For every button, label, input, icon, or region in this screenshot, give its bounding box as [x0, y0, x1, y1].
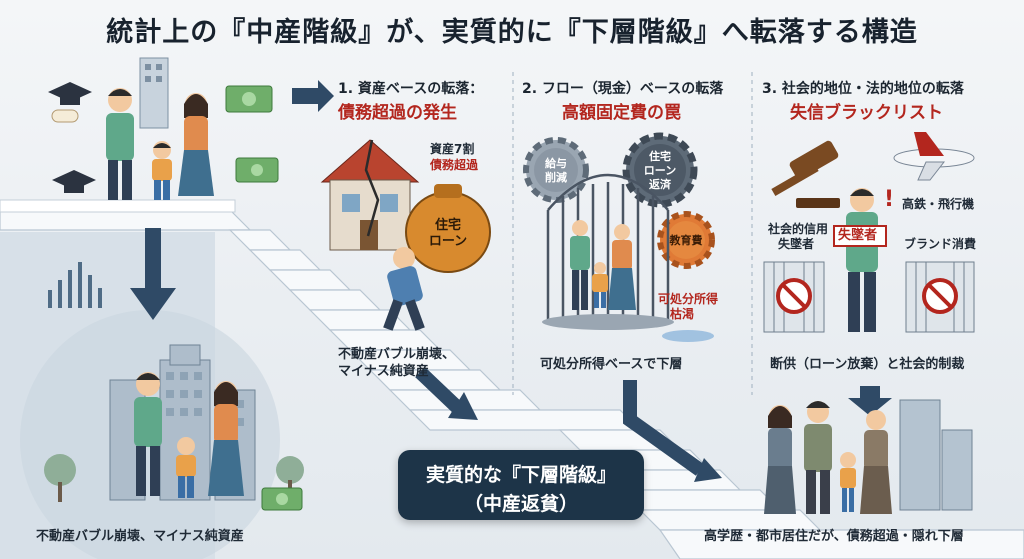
panel1-tag-line2: 債務超過 — [430, 158, 479, 172]
loan-bag-icon — [405, 184, 491, 273]
gear-salary-label-line2: 削減 — [545, 171, 567, 184]
panel2-tag-line2: 枯渇 — [670, 307, 695, 321]
conclusion-line2: （中産返貧） — [463, 493, 578, 515]
blocked-gate-right — [905, 261, 975, 333]
trust-label-line2: 失墜者 — [778, 237, 815, 251]
gear-salary-icon — [523, 137, 589, 203]
blacklist-badge: 失墜者 — [838, 228, 878, 243]
arrow-right-icon — [292, 80, 334, 112]
cash-icon — [225, 85, 303, 511]
graduation-cap-icon — [48, 82, 96, 193]
curve-arrows — [415, 366, 705, 476]
lower-family — [134, 372, 244, 498]
upper-family — [106, 88, 214, 200]
panel1-caption-line1: 不動産バブル崩壊、 — [338, 347, 456, 362]
staircase — [0, 209, 1024, 559]
cracked-house-icon — [320, 139, 420, 251]
upper-platform — [0, 199, 236, 213]
gear-mortgage-label-line1: 住宅 — [649, 150, 671, 163]
gear-mortgage-label-line3: 返済 — [649, 178, 671, 191]
blocked-gate-left — [763, 261, 825, 333]
struggling-man — [383, 247, 425, 331]
panel1-title: 1. 資産ベースの転落： — [338, 81, 484, 97]
bottom-right-caption: 高学歴・都市居住だが、債務超過・隠れ下層 — [704, 529, 964, 544]
gear-education-label: 教育費 — [669, 234, 703, 247]
transport-label: 高鉄・飛行機 — [902, 197, 975, 211]
panel1-subtitle: 債務超過の発生 — [338, 103, 457, 123]
panel3-subtitle: 失信ブラックリスト — [790, 103, 943, 123]
caged-family — [570, 220, 636, 310]
arrow-down-icon — [130, 288, 176, 320]
left-caption: 不動産バブル崩壊、マイナス純資産 — [36, 529, 244, 544]
panel2-subtitle: 高額固定費の罠 — [562, 103, 681, 123]
blacklisted-man — [833, 188, 887, 332]
trust-label-line1: 社会的信用 — [768, 222, 829, 236]
gear-mortgage-label-line2: ローン — [643, 164, 677, 177]
gear-education-icon — [657, 211, 715, 269]
cage-base — [542, 314, 674, 330]
gavel-icon — [771, 140, 840, 208]
panel1-caption-line2: マイナス純資産 — [338, 364, 429, 379]
panel2-tag-line1: 可処分所得 — [658, 292, 719, 306]
airplane-icon — [893, 132, 975, 181]
puddle — [662, 330, 714, 342]
bottom-right-buildings — [899, 399, 973, 511]
alert-icon: ! — [884, 187, 894, 212]
arrow-head-1 — [448, 392, 478, 420]
diploma-icon — [51, 109, 79, 123]
arrow-head-2 — [694, 458, 722, 482]
bottom-right-family — [764, 401, 892, 514]
page-title: 統計上の『中産階級』が、実質的に『下層階級』へ転落する構造 — [106, 17, 918, 48]
panel2-caption: 可処分所得ベースで下層 — [540, 357, 683, 372]
loan-bag-label-line1: 住宅 — [434, 218, 461, 233]
falling-chart-icon — [48, 262, 102, 308]
conclusion-line1: 実質的な『下層階級』 — [425, 464, 616, 486]
brand-label: ブランド消費 — [904, 237, 977, 251]
panel3-title: 3. 社会的地位・法的地位の転落 — [762, 81, 964, 97]
panel2-title: 2. フロー（現金）ベースの転落 — [522, 81, 724, 97]
panel3-caption: 断供（ローン放棄）と社会的制裁 — [770, 357, 965, 372]
gear-salary-label-line1: 給与 — [545, 157, 567, 170]
loan-bag-label-line2: ローン — [428, 234, 468, 249]
panel1-tag-line1: 資産7割 — [430, 142, 475, 156]
conclusion-box: 実質的な『下層階級』 （中産返貧） — [398, 450, 644, 520]
upper-building — [139, 57, 169, 129]
flow-arrows — [130, 80, 892, 416]
arrow-down-icon-2 — [848, 386, 892, 416]
